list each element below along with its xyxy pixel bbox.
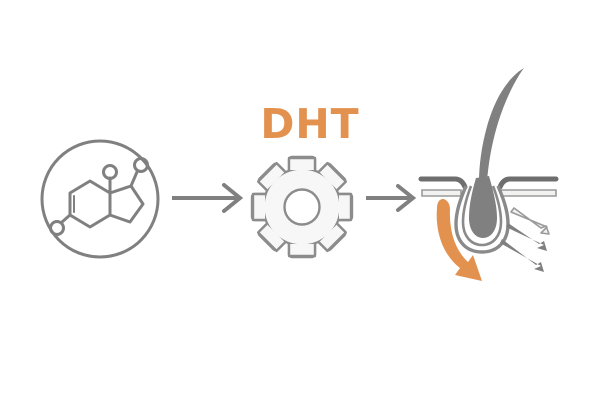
hair-shaft — [479, 68, 524, 182]
dht-attack-arrow — [436, 199, 482, 281]
molecule-atom-oxygen-upper-right — [133, 157, 149, 173]
gear-tooth-cap — [256, 161, 286, 191]
steroid-skeleton — [60, 170, 145, 229]
skin-surface-line-left — [418, 176, 468, 190]
molecule-atom-oxygen-lower-left — [49, 220, 65, 236]
skin-subsurface-band-left — [421, 189, 462, 197]
molecule-in-circle-icon — [40, 139, 160, 259]
follicle-outer-sheath — [454, 185, 510, 254]
falling-hair-2 — [506, 223, 547, 251]
gear-tooth-cap — [339, 192, 353, 222]
molecule-ring-five — [108, 184, 145, 224]
gear-geometry — [250, 155, 354, 259]
dht-label: DHT — [260, 100, 360, 148]
molecule-bond-lower-left — [60, 213, 72, 224]
connector-arrow-2 — [366, 184, 417, 212]
falling-hair-3 — [500, 239, 544, 272]
gear-hub-hole — [283, 188, 321, 226]
skin-subsurface-band-right — [500, 189, 557, 197]
gear-tooth-cap — [318, 161, 348, 191]
molecule-atom-oxygen-top — [102, 164, 118, 180]
gear-icon-visible — [250, 155, 354, 259]
gear-tooth-cap — [287, 244, 317, 258]
skin-surface-line-right — [497, 176, 559, 190]
falling-hair-1 — [510, 207, 550, 235]
gear-tooth-cap — [318, 223, 348, 253]
gear-tooth-cap — [287, 156, 317, 170]
molecule-bond-upper-right — [129, 170, 139, 188]
falling-hairs-group — [500, 207, 550, 272]
connector-arrow-1 — [172, 183, 244, 213]
molecule-circle-outline — [40, 139, 160, 259]
follicle-inner-sheath — [461, 185, 503, 247]
dht-attack-arrow-body — [436, 199, 482, 281]
arrow-right-icon-head-2 — [396, 184, 417, 212]
hair-bulb — [469, 176, 497, 238]
molecule-ring-six — [68, 179, 112, 229]
hair-follicle-icon — [418, 68, 559, 281]
gear-tooth-cap — [256, 223, 286, 253]
gear-tooth-cap — [251, 192, 265, 222]
arrow-right-icon-head-1 — [222, 183, 244, 213]
